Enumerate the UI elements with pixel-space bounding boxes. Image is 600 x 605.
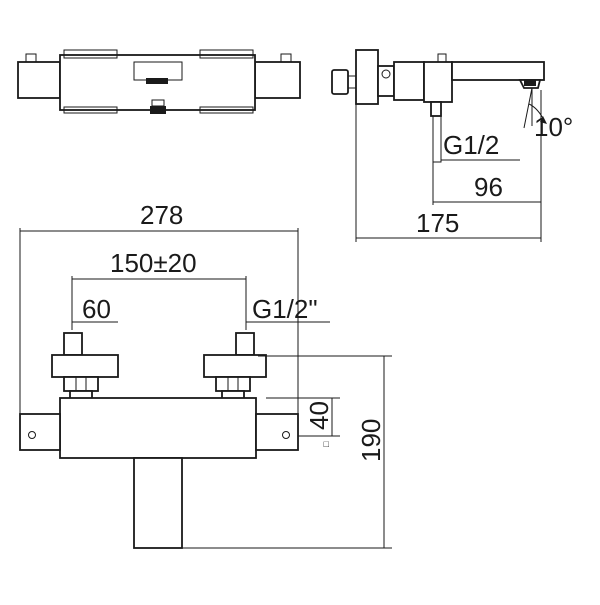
dim-96: 96	[474, 172, 503, 202]
dim-front-thread: G1/2"	[252, 294, 318, 324]
side-nut-detail	[381, 69, 391, 79]
dim-175: 175	[416, 208, 459, 238]
top-body-left-cap	[63, 49, 118, 59]
dim-278: 278	[140, 200, 183, 230]
top-diverter-knob	[146, 78, 168, 84]
side-aerator	[524, 80, 536, 86]
left-inlet-nut	[63, 332, 83, 356]
front-right-screw	[282, 431, 290, 439]
top-left-handle	[17, 61, 61, 99]
side-spout-arm	[451, 61, 545, 81]
side-body-block	[355, 49, 379, 105]
right-inlet-hex	[215, 376, 251, 392]
side-spout-top	[437, 53, 447, 63]
top-body-right-cap	[199, 49, 254, 59]
side-inlet-nut	[430, 101, 442, 117]
front-body	[59, 397, 257, 459]
top-right-handle-tab	[280, 53, 292, 63]
dim-40: 40	[304, 401, 334, 430]
side-inlet-pipe	[432, 115, 442, 163]
side-view: 10° G1/2 96 175	[331, 49, 573, 242]
front-view: 278 150±20 60 □ G1/2" □	[19, 200, 392, 549]
dim-angle: 10°	[534, 112, 573, 142]
dim-side-thread: G1/2	[443, 130, 499, 160]
left-inlet-hex	[63, 376, 99, 392]
right-inlet-flange	[203, 354, 267, 378]
side-connector	[393, 61, 425, 101]
angle-slant	[523, 87, 533, 129]
top-body-right-foot	[199, 106, 254, 114]
angle-arrow	[540, 116, 547, 124]
side-spout-base	[423, 61, 453, 103]
left-inlet-flange	[51, 354, 119, 378]
side-knob	[331, 69, 349, 95]
front-left-handle	[19, 413, 61, 451]
side-knob-stem	[347, 75, 357, 89]
dim-150: 150±20	[110, 248, 197, 278]
front-right-handle	[255, 413, 299, 451]
right-inlet-nut	[235, 332, 255, 356]
top-right-handle	[254, 61, 301, 99]
front-left-screw	[28, 431, 36, 439]
front-spout	[133, 457, 183, 549]
square-symbol-40: □	[321, 441, 331, 447]
dim-190: 190	[356, 419, 386, 462]
top-view	[17, 49, 301, 114]
top-body-left-foot	[63, 106, 118, 114]
dim-60: 60	[82, 294, 111, 324]
top-outlet	[150, 106, 166, 114]
top-left-handle-tab	[25, 53, 37, 63]
